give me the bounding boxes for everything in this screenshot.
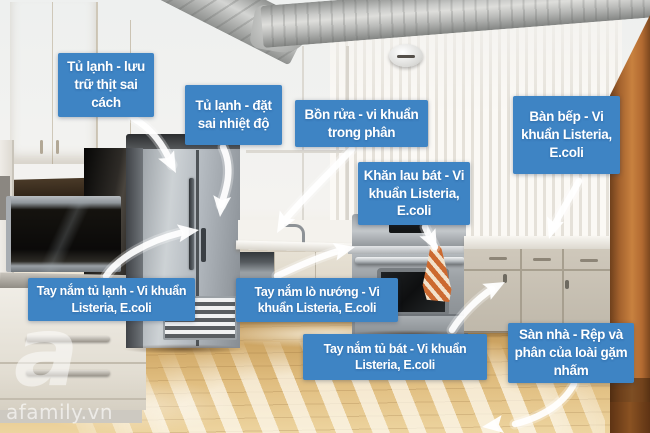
- drawer-handle: [489, 257, 507, 260]
- callout-fridge-handle: Tay nắm tủ lạnh - Vi khuẩn Listeria, E.c…: [28, 278, 195, 321]
- left-wall-shadow: [0, 176, 10, 220]
- pillar-bottom: [610, 402, 650, 433]
- drawer-handle: [533, 258, 551, 261]
- callout-sink-bacteria: Bồn rửa - vi khuẩn trong phân: [295, 100, 428, 147]
- refrigerator-handle: [201, 228, 206, 262]
- callout-oven-handle: Tay nắm lò nướng - Vi khuẩn Listeria, E.…: [236, 278, 398, 322]
- cabinet-handle: [56, 140, 59, 154]
- callout-floor-pests: Sàn nhà - Rệp và phân của loài gặm nhấm: [508, 323, 634, 383]
- cupboard-door-handle: [565, 280, 569, 289]
- callout-dish-towel: Khăn lau bát - Vi khuẩn Listeria, E.coli: [358, 162, 470, 225]
- stove-cooktop: [348, 246, 470, 254]
- callout-cupboard-handle: Tay nắm tủ bát - Vi khuẩn Listeria, E.co…: [303, 334, 487, 380]
- drawer-handle: [580, 259, 598, 262]
- built-in-microwave: [6, 196, 121, 272]
- smoke-detector-vent: [397, 55, 415, 58]
- callout-kitchen-counter: Bàn bếp - Vi khuẩn Listeria, E.coli: [513, 96, 620, 174]
- oven-handle: [355, 257, 465, 264]
- cupboard-door-handle: [503, 274, 507, 283]
- left-baseboard: [0, 410, 142, 423]
- callout-fridge-meat-storage: Tủ lạnh - lưu trữ thịt sai cách: [58, 53, 154, 117]
- refrigerator-door-gap: [196, 150, 199, 346]
- cabinet-handle: [40, 140, 43, 154]
- refrigerator-shadow: [122, 344, 244, 354]
- right-counter-top: [464, 236, 614, 249]
- drawer-handle: [26, 370, 110, 376]
- refrigerator-handle: [189, 178, 194, 270]
- callout-fridge-temperature: Tủ lạnh - đặt sai nhiệt độ: [185, 85, 282, 145]
- drawer-handle: [26, 336, 110, 342]
